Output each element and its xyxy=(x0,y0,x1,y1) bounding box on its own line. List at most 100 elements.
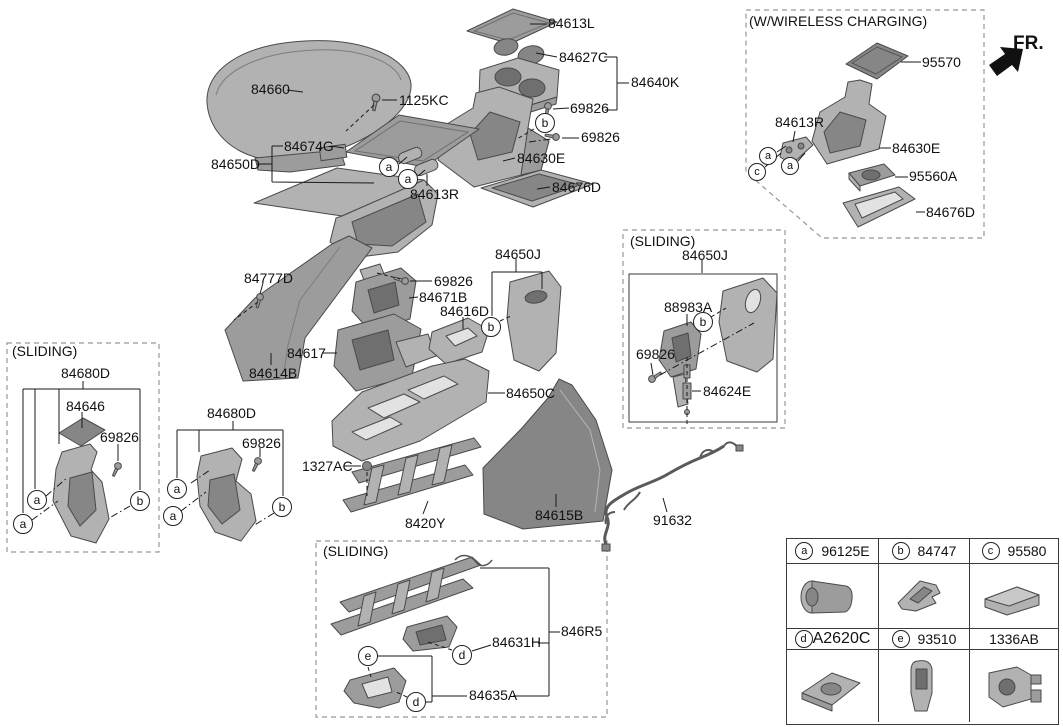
part-label-84613R-main[interactable]: 84613R xyxy=(410,186,460,202)
callout-b-sliding: b xyxy=(693,312,713,332)
part-label-84646[interactable]: 84646 xyxy=(66,398,105,414)
bolt-69826-left-drawing xyxy=(109,460,124,478)
side-panel-84650J-sliding-drawing xyxy=(718,277,778,373)
legend-header-e[interactable]: e 93510 xyxy=(878,628,969,649)
dashed-leader-lines xyxy=(233,104,727,698)
legend-key-d: d xyxy=(794,630,813,648)
bolt-69826-sliding-drawing xyxy=(646,369,664,385)
wireless-section-border xyxy=(745,9,985,239)
part-label-84680D-left[interactable]: 84680D xyxy=(61,365,111,381)
legend-part-number-e: 93510 xyxy=(917,631,957,647)
sliding-right-inner-frame xyxy=(628,273,778,423)
callout-b-left: b xyxy=(130,491,150,511)
wiring-harness-91632-drawing xyxy=(601,441,744,552)
legend-image-d xyxy=(787,649,878,722)
part-label-69826-console[interactable]: 69826 xyxy=(581,129,620,145)
part-label-84624E[interactable]: 84624E xyxy=(703,383,752,399)
wireless-pad-95570-drawing xyxy=(845,42,909,80)
legend-header-b[interactable]: b 84747 xyxy=(878,539,969,563)
part-label-84674G[interactable]: 84674G xyxy=(284,138,334,154)
clip-96125E-drawing xyxy=(800,580,853,613)
latch-88983A-drawing xyxy=(658,321,702,408)
part-label-84630E-main[interactable]: 84630E xyxy=(517,150,566,166)
legend-header-d[interactable]: d A2620C xyxy=(787,628,878,649)
sliding-right-section-title: (SLIDING) xyxy=(630,233,696,249)
leader-lines xyxy=(22,23,925,703)
legend-header-a[interactable]: a 96125E xyxy=(787,539,878,563)
callout-c-wireless: c xyxy=(748,163,766,181)
part-label-84635A[interactable]: 84635A xyxy=(469,687,518,703)
legend-part-number-b: 84747 xyxy=(917,543,957,559)
part-label-84777D[interactable]: 84777D xyxy=(244,270,294,286)
legend-image-a xyxy=(787,563,878,628)
part-label-84650J-main[interactable]: 84650J xyxy=(495,246,541,262)
callout-a-bracket-2: a xyxy=(398,169,418,189)
part-label-84650C[interactable]: 84650C xyxy=(506,385,556,401)
callout-b-console: b xyxy=(535,113,555,133)
legend-header-1336AB[interactable]: 1336AB xyxy=(969,628,1058,649)
legend-table: a 96125E b 84747 c 95580 d A2620C e 9351… xyxy=(786,538,1059,725)
wireless-section-title: (W/WIRELESS CHARGING) xyxy=(749,13,928,29)
part-label-84614B[interactable]: 84614B xyxy=(249,365,298,381)
part-label-95560A[interactable]: 95560A xyxy=(909,168,958,184)
part-label-1327AC[interactable]: 1327AC xyxy=(302,458,353,474)
callout-a-rear-cover-2: a xyxy=(163,506,183,526)
part-label-1125KC[interactable]: 1125KC xyxy=(399,92,449,108)
part-label-84676D-main[interactable]: 84676D xyxy=(552,179,602,195)
part-label-84613L[interactable]: 84613L xyxy=(548,15,595,31)
part-label-69826-bracket[interactable]: 69826 xyxy=(434,273,473,289)
slide-rail-assembly-846R5-drawing xyxy=(330,554,493,636)
rear-cover-84680D-drawing xyxy=(196,447,257,542)
part-label-84660[interactable]: 84660 xyxy=(251,81,290,97)
part-label-84613R-wireless[interactable]: 84613R xyxy=(775,114,825,130)
sliding-left-section-border xyxy=(6,342,160,553)
legend-header-c[interactable]: c 95580 xyxy=(969,539,1058,563)
bracket-84616D-drawing xyxy=(428,317,490,365)
wireless-tray-84676D-drawing xyxy=(842,186,916,228)
part-label-84630E-wireless[interactable]: 84630E xyxy=(892,140,941,156)
part-label-69826-sliding[interactable]: 69826 xyxy=(636,346,675,362)
wireless-charger-unit-95560A-drawing xyxy=(848,163,896,192)
legend-image-e xyxy=(878,649,969,722)
part-label-8420Y[interactable]: 8420Y xyxy=(405,515,446,531)
callout-a-rear-cover-1: a xyxy=(167,479,187,499)
part-label-84676D-wireless[interactable]: 84676D xyxy=(926,204,976,220)
part-label-84616D[interactable]: 84616D xyxy=(440,303,490,319)
sliding-bottom-section-title: (SLIDING) xyxy=(323,543,389,559)
wireless-console-84630E-drawing xyxy=(811,79,887,165)
fr-direction-arrow-icon xyxy=(989,47,1023,76)
part-label-84650J-sliding[interactable]: 84650J xyxy=(682,247,728,263)
switch-95580-drawing xyxy=(984,586,1039,615)
part-label-91632[interactable]: 91632 xyxy=(653,512,692,528)
part-label-84650D[interactable]: 84650D xyxy=(211,156,261,172)
part-label-95570[interactable]: 95570 xyxy=(922,54,961,70)
legend-key-c: c xyxy=(981,542,1000,560)
callout-a-wireless-1: a xyxy=(759,147,777,165)
clip-84747-drawing xyxy=(897,580,940,611)
part-label-69826-rear-cover[interactable]: 69826 xyxy=(242,435,281,451)
sliding-right-section-border xyxy=(622,229,786,429)
part-label-84617[interactable]: 84617 xyxy=(287,345,326,361)
part-label-69826-cupholder[interactable]: 69826 xyxy=(570,100,609,116)
part-label-84640K[interactable]: 84640K xyxy=(631,74,680,90)
rear-cover-84680D-left-drawing xyxy=(52,443,110,544)
callout-a-left-1: a xyxy=(27,490,47,510)
callout-a-wireless-2: a xyxy=(781,157,799,175)
rail-cover-84631H-drawing xyxy=(402,615,458,652)
side-panel-left-84614B-drawing xyxy=(224,235,373,382)
callout-b-panel: b xyxy=(481,317,501,337)
part-label-88983A[interactable]: 88983A xyxy=(664,299,713,315)
grommet-1327AC-drawing xyxy=(362,461,372,471)
sliding-bottom-section-border xyxy=(315,540,608,718)
part-label-69826-left[interactable]: 69826 xyxy=(100,429,139,445)
part-label-84680D[interactable]: 84680D xyxy=(207,405,257,421)
callout-d-bottom-1: d xyxy=(452,645,472,665)
part-label-84615B[interactable]: 84615B xyxy=(535,507,584,523)
part-label-84671B[interactable]: 84671B xyxy=(419,289,468,305)
part-label-846R5[interactable]: 846R5 xyxy=(561,623,603,639)
part-label-84627C[interactable]: 84627C xyxy=(559,49,609,65)
part-label-84631H[interactable]: 84631H xyxy=(492,634,542,650)
legend-image-1336AB xyxy=(969,649,1058,722)
bolt-69826-rear-cover-drawing xyxy=(249,455,264,473)
